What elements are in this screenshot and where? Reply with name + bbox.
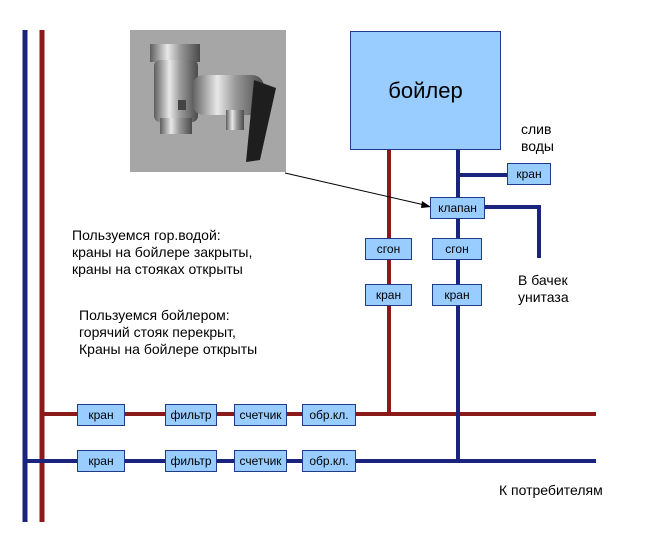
- cold-union: сгон: [432, 238, 482, 260]
- hot-main-tap: кран: [77, 404, 125, 426]
- pointer-line: [284, 172, 430, 207]
- cold-boiler-tap-label: кран: [444, 288, 470, 302]
- tank-label: В бачек унитаза: [518, 272, 569, 306]
- pointer-arrowhead: [421, 201, 431, 208]
- boiler-mode-line1: Пользуемся бойлером:: [79, 307, 230, 323]
- hot-mode-line2: краны на бойлере закрыты,: [72, 244, 253, 260]
- boiler-mode-note: Пользуемся бойлером: горячий стояк перек…: [79, 307, 257, 358]
- tank-pipe: [484, 205, 541, 258]
- boiler-label: бойлер: [388, 77, 463, 103]
- cold-main-tap-label: кран: [88, 454, 114, 468]
- drain-label-line1: слив: [521, 121, 552, 137]
- hot-mode-line1: Пользуемся гор.водой:: [72, 227, 221, 243]
- cold-meter-label: счетчик: [239, 454, 282, 468]
- drain-label-line2: воды: [521, 138, 554, 154]
- hot-mode-line3: краны на стояках открыты: [72, 261, 243, 277]
- safety-valve: клапан: [430, 197, 485, 219]
- hot-union: сгон: [365, 238, 412, 260]
- safety-valve-label: клапан: [438, 201, 477, 215]
- hot-check-valve-label: обр.кл.: [309, 408, 349, 422]
- boiler-mode-line3: Краны на бойлере открыты: [79, 341, 258, 357]
- cold-main-tap: кран: [77, 450, 125, 472]
- drain-valve: кран: [507, 163, 551, 185]
- consumers-label: К потребителям: [499, 482, 603, 499]
- drain-valve-label: кран: [516, 167, 542, 181]
- cold-check-valve-label: обр.кл.: [309, 454, 349, 468]
- consumers-label-text: К потребителям: [499, 482, 603, 498]
- cold-check-valve: обр.кл.: [302, 450, 356, 472]
- valve-picture: [150, 44, 276, 162]
- hot-union-label: сгон: [376, 242, 401, 256]
- hot-filter-label: фильтр: [170, 408, 212, 422]
- tank-label-line2: унитаза: [518, 289, 569, 305]
- hot-meter: счетчик: [234, 404, 287, 426]
- hot-mode-note: Пользуемся гор.водой: краны на бойлере з…: [72, 227, 252, 278]
- boiler-tank: бойлер: [350, 31, 501, 150]
- hot-boiler-tap: кран: [365, 284, 412, 306]
- cold-filter-label: фильтр: [170, 454, 212, 468]
- cold-boiler-tap: кран: [432, 284, 482, 306]
- safety-valve-photo: [130, 30, 286, 172]
- hot-main-tap-label: кран: [88, 408, 114, 422]
- drain-label: слив воды: [521, 121, 554, 155]
- cold-union-label: сгон: [445, 242, 469, 256]
- hot-meter-label: счетчик: [239, 408, 282, 422]
- cold-filter: фильтр: [165, 450, 217, 472]
- hot-check-valve: обр.кл.: [302, 404, 356, 426]
- cold-meter: счетчик: [234, 450, 287, 472]
- hot-boiler-tap-label: кран: [375, 288, 402, 302]
- boiler-mode-line2: горячий стояк перекрыт,: [79, 324, 236, 340]
- hot-filter: фильтр: [165, 404, 217, 426]
- tank-label-line1: В бачек: [518, 272, 568, 288]
